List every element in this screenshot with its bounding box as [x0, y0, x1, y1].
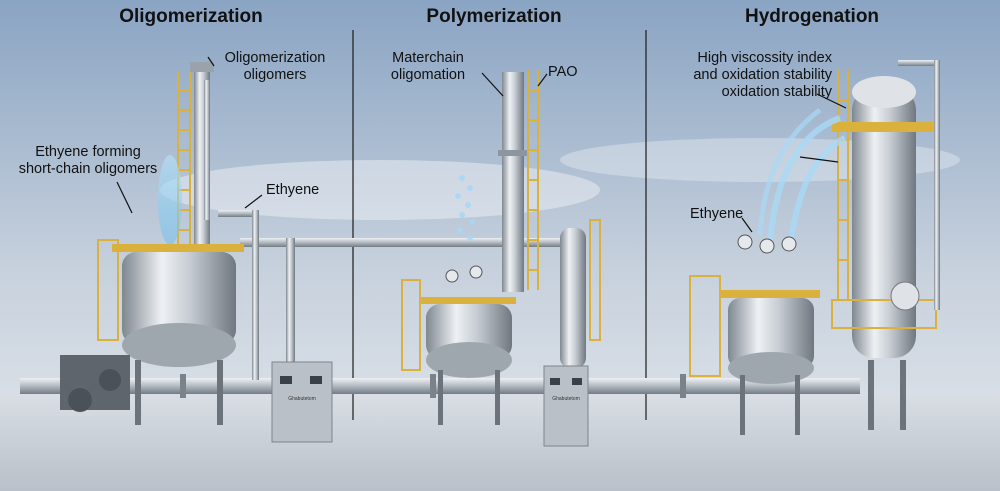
label-oligomerization-oligomers: Oligomerization oligomers [224, 50, 326, 83]
control-panel-right-label: Ghabutetom [552, 396, 580, 402]
oligomerization-unit [60, 62, 259, 425]
section-title-hydrogenation: Hydrogenation [744, 6, 880, 27]
section-title-polymerization: Polymerization [426, 6, 562, 27]
oligo-ladder [177, 72, 191, 250]
poly-column [502, 72, 524, 292]
label-ethyene-forming: Ethyene forming short-chain oligomers [18, 144, 158, 177]
control-panel-left-label: Ghabutetom [288, 396, 316, 402]
control-panel-left [271, 361, 333, 443]
poly-ladder [527, 70, 539, 290]
polymerization-unit [401, 70, 601, 425]
leader-lines [116, 56, 847, 233]
label-ethyene-hydrogenation: Ethyene [690, 206, 744, 222]
label-materchain-oligomation: Materchain oligomation [390, 50, 466, 83]
hydrogenation-unit [689, 60, 940, 435]
hydro-ladder [837, 70, 849, 300]
control-panel-right [543, 365, 589, 447]
cloud [160, 160, 600, 220]
label-high-viscosity-index: High viscossity index and oxidation stab… [693, 50, 832, 100]
label-pao: PAO [548, 64, 578, 80]
label-ethyene-oligomerization: Ethyene [266, 182, 320, 198]
section-title-oligomerization: Oligomerization [119, 6, 263, 27]
